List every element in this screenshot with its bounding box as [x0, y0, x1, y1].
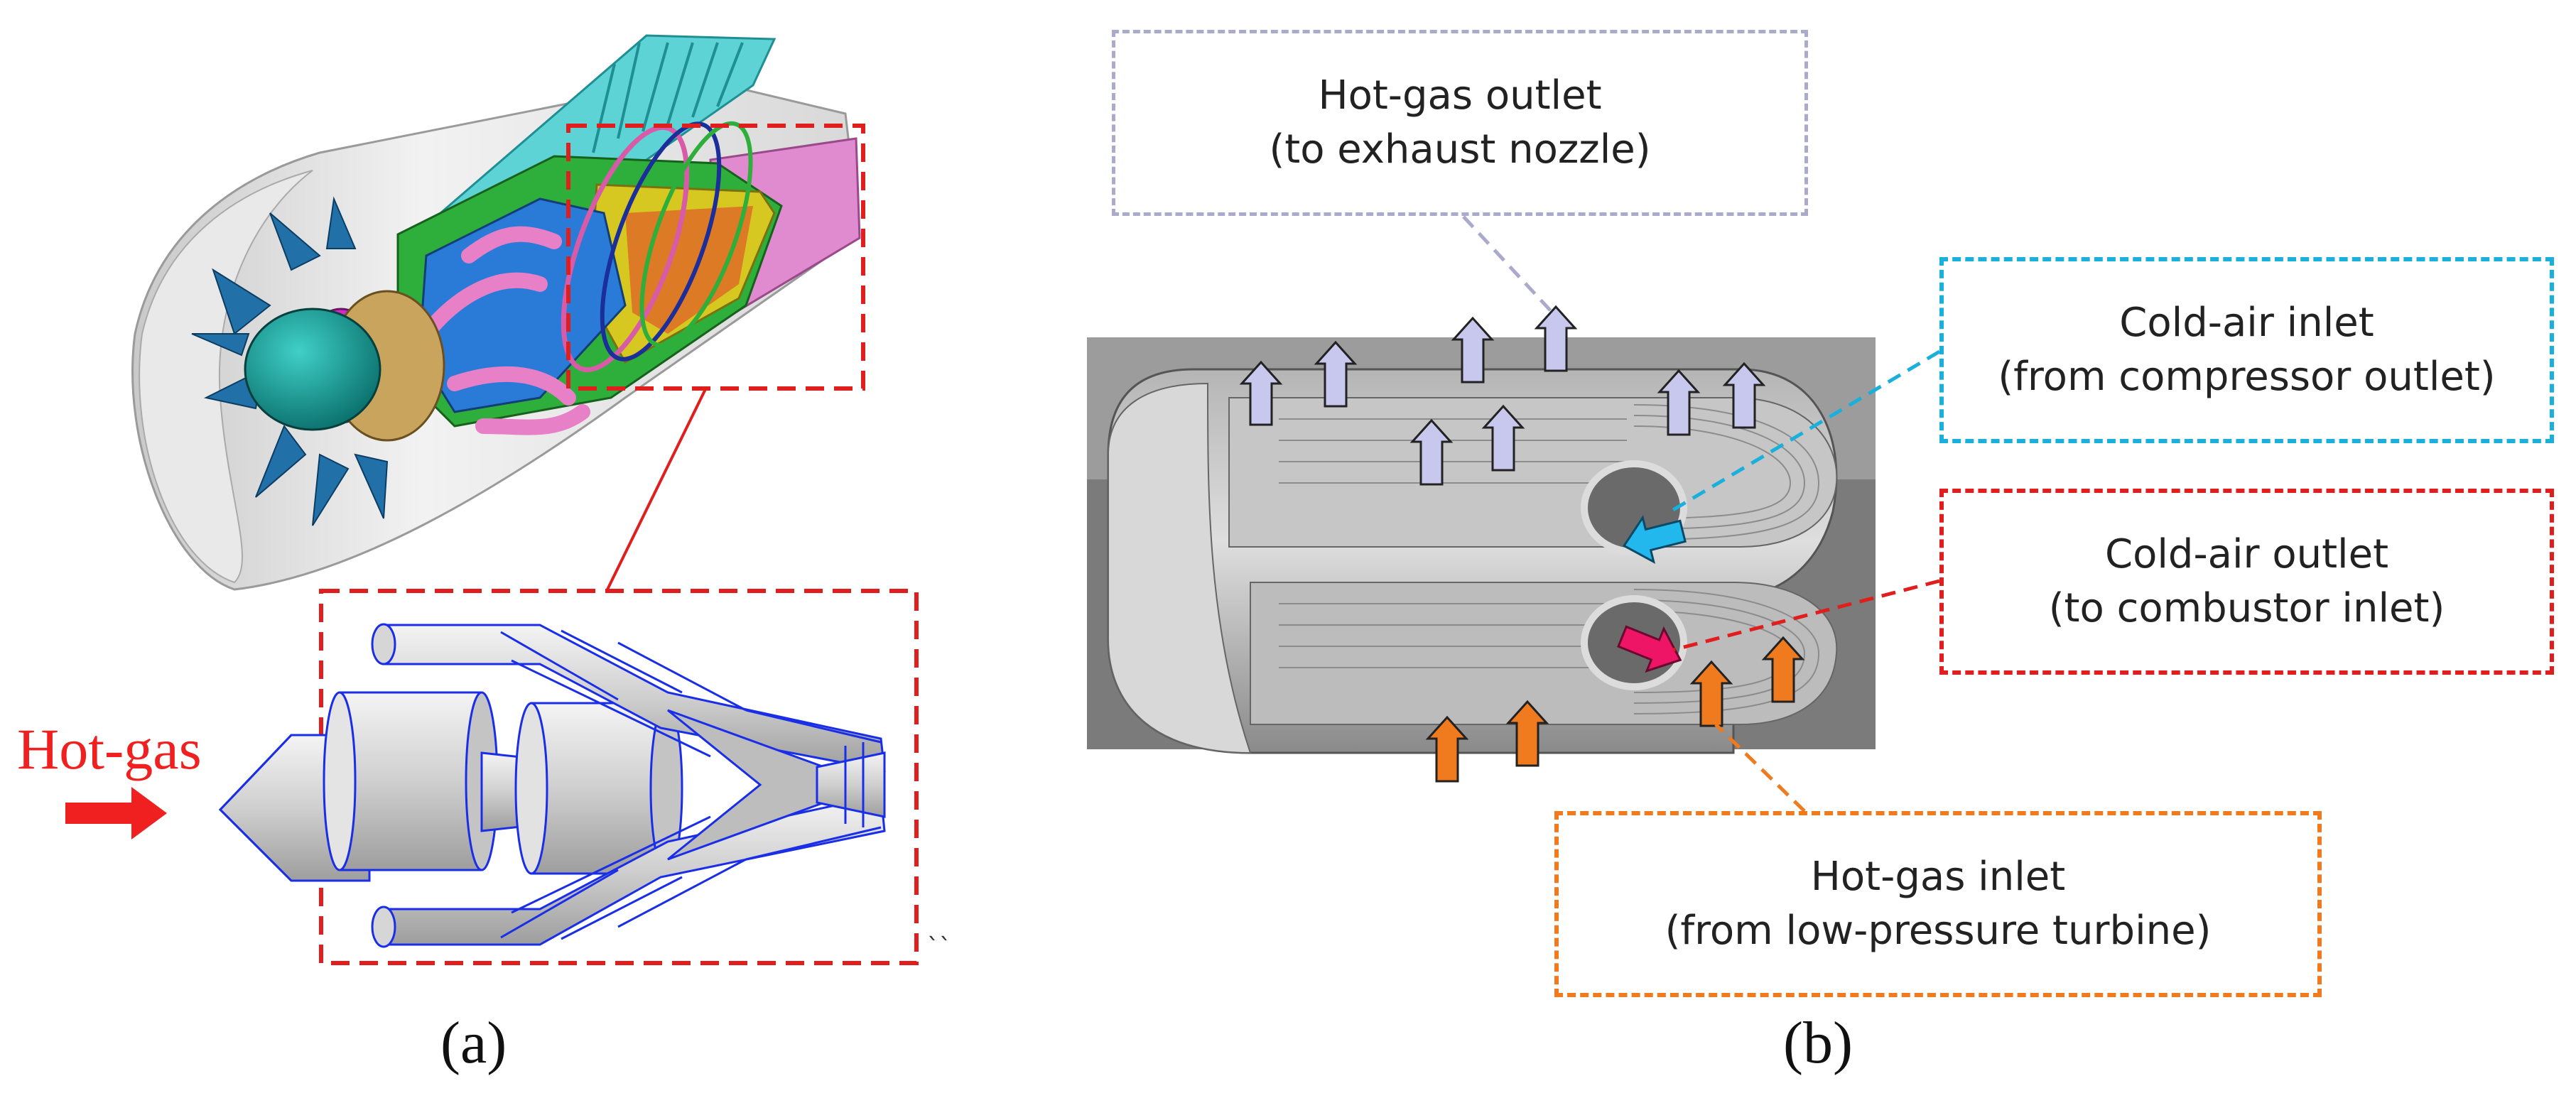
- callout-subtitle: (from low-pressure turbine): [1665, 908, 2212, 954]
- hot-gas-arrow: [65, 787, 167, 839]
- svg-text:ˋˋ: ˋˋ: [927, 933, 951, 962]
- callout-cold-air-outlet: Cold-air outlet (to combustor inlet): [1939, 489, 2554, 675]
- leader-cold-air-outlet: [1672, 579, 1940, 652]
- panel-label-b: (b): [1783, 1010, 1853, 1076]
- engine-cutaway: [131, 34, 861, 591]
- callout-title: Cold-air inlet: [2119, 300, 2374, 347]
- connector-line: [606, 388, 707, 590]
- callout-hot-gas-outlet: Hot-gas outlet (to exhaust nozzle): [1112, 30, 1808, 216]
- highlight-box-engine: [566, 124, 865, 391]
- callout-subtitle: (to combustor inlet): [2048, 585, 2445, 631]
- heat-exchanger-photo: [1087, 337, 1876, 754]
- recuperator-wireframe: [218, 623, 886, 948]
- cold-air-inlet-arrow: [1622, 515, 1687, 564]
- hot-gas-label: Hot-gas: [17, 717, 202, 781]
- callout-title: Hot-gas outlet: [1318, 72, 1602, 119]
- leader-cold-air-inlet: [1672, 349, 1941, 512]
- hot-gas-inlet-arrows: [1425, 636, 1805, 783]
- leader-hot-gas-inlet: [1714, 723, 1806, 812]
- callout-hot-gas-inlet: Hot-gas inlet (from low-pressure turbine…: [1554, 811, 2322, 997]
- cold-air-outlet-arrow: [1617, 625, 1682, 673]
- callout-cold-air-inlet: Cold-air inlet (from compressor outlet): [1939, 257, 2554, 443]
- callout-subtitle: (from compressor outlet): [1998, 354, 2496, 400]
- callout-title: Cold-air outlet: [2104, 531, 2389, 578]
- leader-hot-gas-outlet: [1462, 215, 1554, 314]
- callout-title: Hot-gas inlet: [1810, 854, 2066, 901]
- panel-label-a: (a): [440, 1010, 507, 1076]
- hot-gas-outlet-arrows: [1239, 305, 1766, 486]
- callout-subtitle: (to exhaust nozzle): [1269, 126, 1651, 173]
